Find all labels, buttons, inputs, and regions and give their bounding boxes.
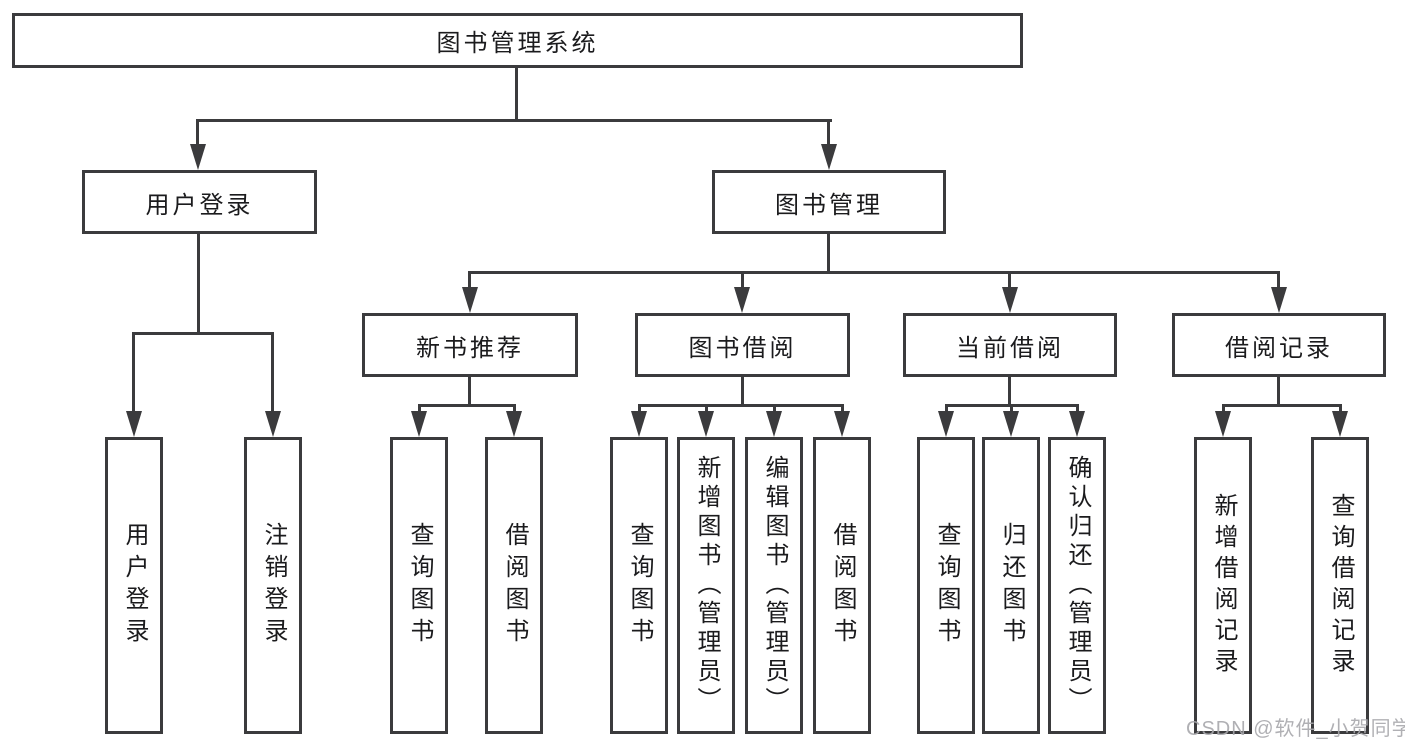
connector-line-v: [741, 376, 744, 406]
arrow-down-icon: [1332, 411, 1348, 437]
csdn-watermark: CSDN @软件_小贺同学: [1186, 718, 1405, 740]
connector-line-v: [271, 332, 274, 414]
connector-line-h: [1222, 404, 1341, 407]
leaf-add-borrow-record: 新增借阅记录: [1194, 437, 1252, 734]
arrow-down-icon: [1002, 287, 1018, 313]
arrow-down-icon: [1069, 411, 1085, 437]
leaf-return-book: 归还图书: [982, 437, 1040, 734]
connector-line-v: [1339, 404, 1342, 414]
arrow-down-icon: [631, 411, 647, 437]
arrow-down-icon: [462, 287, 478, 313]
connector-line-v: [1008, 376, 1011, 406]
arrow-down-icon: [734, 287, 750, 313]
node-new-book-recommend: 新书推荐: [362, 313, 578, 377]
connector-line-v: [638, 404, 641, 414]
connector-line-v: [1010, 404, 1013, 414]
leaf-edit-book-admin: 编辑图书（管理员）: [745, 437, 803, 734]
leaf-borrow-book-1: 借阅图书: [485, 437, 543, 734]
arrow-down-icon: [190, 144, 206, 170]
node-current-borrow: 当前借阅: [903, 313, 1117, 377]
connector-line-v: [1277, 272, 1280, 290]
arrow-down-icon: [1215, 411, 1231, 437]
connector-line-v: [1076, 404, 1079, 414]
arrow-down-icon: [766, 411, 782, 437]
connector-line-v: [1277, 376, 1280, 406]
connector-line-v: [418, 404, 421, 414]
connector-line-v: [513, 404, 516, 414]
node-book-borrow: 图书借阅: [635, 313, 850, 377]
connector-line-v: [132, 332, 135, 414]
leaf-query-book-1: 查询图书: [390, 437, 448, 734]
connector-line-v: [841, 404, 844, 414]
arrow-down-icon: [821, 144, 837, 170]
arrow-down-icon: [411, 411, 427, 437]
connector-line-v: [196, 119, 199, 146]
node-book-management: 图书管理: [712, 170, 946, 234]
connector-line-h: [638, 404, 843, 407]
connector-line-v: [827, 119, 830, 146]
connector-line-v: [741, 272, 744, 290]
connector-line-v: [773, 404, 776, 414]
node-user-login: 用户登录: [82, 170, 317, 234]
leaf-borrow-book-2: 借阅图书: [813, 437, 871, 734]
leaf-query-book-3: 查询图书: [917, 437, 975, 734]
node-root: 图书管理系统: [12, 13, 1023, 68]
arrow-down-icon: [938, 411, 954, 437]
connector-line-h: [468, 271, 1280, 274]
connector-line-v: [468, 272, 471, 290]
connector-line-v: [197, 232, 200, 334]
leaf-add-book-admin: 新增图书（管理员）: [677, 437, 735, 734]
arrow-down-icon: [506, 411, 522, 437]
arrow-down-icon: [1271, 287, 1287, 313]
arrow-down-icon: [126, 411, 142, 437]
connector-line-h: [418, 404, 516, 407]
connector-line-v: [1222, 404, 1225, 414]
connector-line-h: [196, 119, 832, 122]
connector-line-v: [1008, 272, 1011, 290]
connector-line-v: [827, 232, 830, 273]
connector-line-v: [468, 376, 471, 406]
arrow-down-icon: [698, 411, 714, 437]
arrow-down-icon: [834, 411, 850, 437]
connector-line-h: [133, 332, 274, 335]
leaf-logout: 注销登录: [244, 437, 302, 734]
leaf-query-borrow-record: 查询借阅记录: [1311, 437, 1369, 734]
connector-line-v: [945, 404, 948, 414]
arrow-down-icon: [265, 411, 281, 437]
leaf-query-book-2: 查询图书: [610, 437, 668, 734]
connector-line-v: [705, 404, 708, 414]
node-borrow-records: 借阅记录: [1172, 313, 1386, 377]
leaf-confirm-return-admin: 确认归还（管理员）: [1048, 437, 1106, 734]
arrow-down-icon: [1003, 411, 1019, 437]
connector-line-v: [515, 66, 518, 121]
leaf-user-login: 用户登录: [105, 437, 163, 734]
